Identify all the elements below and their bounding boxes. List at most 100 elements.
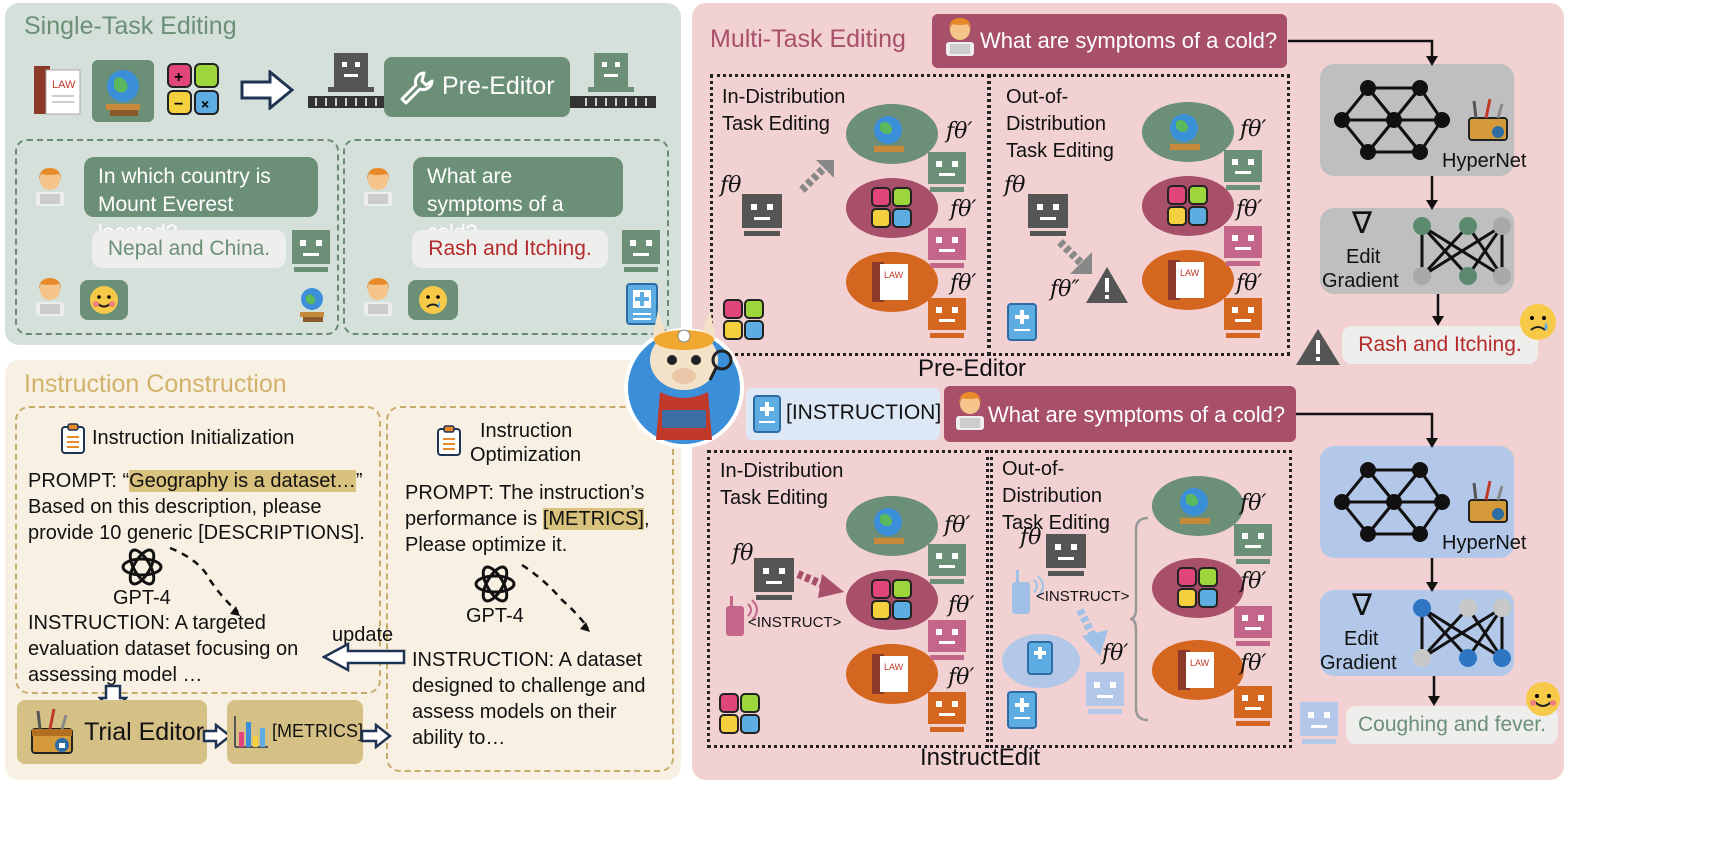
law-book-icon: LAW — [872, 654, 908, 694]
crying-face-icon — [1520, 304, 1556, 340]
instruction1-line1: INSTRUCTION: A targeted — [28, 612, 266, 634]
f-theta-prime-label: fθ′ — [948, 593, 975, 618]
f-theta-prime-label: fθ′ — [946, 119, 973, 144]
gradient-graph-icon — [1413, 599, 1511, 667]
question-cold-bubble: What are symptoms of a cold? — [413, 157, 623, 244]
instruction2-line1: INSTRUCTION: A dataset — [412, 649, 643, 671]
prompt2-line1: PROMPT: The instruction’s — [405, 482, 645, 504]
edited-model-icon — [1224, 226, 1262, 266]
blue-model-icon — [1086, 672, 1124, 714]
pre-editor-section-label: Pre-Editor — [918, 355, 1027, 382]
law-bubble: LAW — [846, 644, 938, 704]
medical-doc-icon — [753, 395, 781, 433]
smiling-face-icon — [90, 286, 118, 314]
svg-text:LAW: LAW — [884, 270, 904, 280]
calculator-icon — [871, 187, 912, 228]
law-book-icon: LAW — [34, 66, 81, 115]
blue-model-icon — [1300, 702, 1338, 744]
clipboard-icon — [437, 425, 461, 456]
toolbox-icon — [1468, 98, 1508, 141]
update-label: update — [332, 624, 394, 646]
openai-logo-icon — [121, 548, 163, 586]
law-bubble: LAW — [1142, 250, 1234, 310]
instruct-out-dist-title: Out-of- Distribution Task Editing — [1002, 458, 1110, 534]
hypernet-label: HyperNet — [1442, 150, 1527, 172]
right-arrow-icon — [202, 723, 232, 749]
edited-model-icon — [1234, 686, 1272, 726]
svg-text:×: × — [201, 96, 209, 112]
single-example-medical — [343, 139, 669, 335]
f-theta-prime-label: fθ′ — [1240, 569, 1267, 594]
base-model-icon — [742, 194, 782, 236]
edited-model-icon — [1234, 606, 1272, 646]
question-bar-top — [932, 14, 1287, 68]
user-avatar — [364, 278, 392, 316]
edited-model-icon — [928, 544, 966, 584]
base-model-icon — [1028, 194, 1068, 236]
medical-bubble — [1002, 634, 1080, 688]
right-arrow-icon — [360, 723, 392, 749]
single-task-title: Single-Task Editing — [24, 12, 237, 40]
crying-face-icon — [419, 286, 447, 314]
single-example-geography — [15, 139, 339, 335]
svg-text:LAW: LAW — [1190, 658, 1210, 668]
question-top-text: What are symptoms of a cold? — [980, 28, 1278, 53]
law-book-icon: LAW — [1168, 260, 1204, 300]
globe-small-icon — [300, 288, 324, 322]
walkie-talkie-icon — [726, 596, 758, 636]
f-theta-prime-label: fθ′ — [1102, 641, 1129, 666]
hollow-arrow-icon — [240, 70, 294, 110]
globe-icon — [874, 508, 904, 544]
edited-model-icon — [1224, 150, 1262, 190]
medical-doc-icon — [1007, 691, 1037, 729]
medical-doc-icon — [1007, 303, 1037, 341]
answer-rash: Rash and Itching. — [412, 230, 608, 268]
svg-text:LAW: LAW — [884, 662, 904, 672]
gradient-label: Gradient — [1320, 652, 1397, 674]
instruct-tag-label: <INSTRUCT> — [748, 614, 842, 631]
instruction2-line2: designed to challenge and — [412, 675, 646, 697]
instruct-tag-label: <INSTRUCT> — [1036, 588, 1130, 605]
neural-net-icon — [1334, 80, 1450, 160]
calculator-icon — [1167, 185, 1208, 226]
toolbox-icon — [1468, 480, 1508, 523]
edit-label: Edit — [1346, 246, 1381, 268]
prompt1-line2: Based on this description, please — [28, 496, 322, 518]
metrics-label: [METRICS] — [272, 721, 364, 741]
user-avatar — [956, 392, 984, 430]
math-bubble — [846, 570, 938, 630]
f-theta-prime-label: fθ′ — [950, 271, 977, 296]
instruct-out-distribution-box — [990, 450, 1292, 748]
medical-doc-icon — [626, 283, 658, 325]
instructedit-section-label: InstructEdit — [920, 744, 1041, 771]
edit-label: Edit — [1344, 628, 1379, 650]
prompt2-line2: performance is [METRICS], — [405, 508, 650, 530]
globe-icon — [1170, 114, 1200, 150]
instruction2-line3: assess models on their — [412, 701, 617, 723]
math-bubble — [1152, 558, 1244, 618]
instruction1-line2: evaluation dataset focusing on — [28, 638, 299, 660]
neural-net-icon — [1334, 462, 1450, 542]
pre-out-distribution-box — [988, 74, 1290, 356]
happy-emoji-bubble — [80, 280, 128, 320]
prompt1-line3: provide 10 generic [DESCRIPTIONS]. — [28, 522, 365, 544]
f-theta-prime-label: fθ′ — [950, 197, 977, 222]
edited-model-icon — [928, 228, 966, 268]
f-theta-prime-label: fθ′ — [944, 513, 971, 538]
geo-bubble — [1152, 476, 1244, 536]
law-book-icon: LAW — [872, 262, 908, 302]
svg-text:LAW: LAW — [1180, 268, 1200, 278]
gradient-graph-icon — [1413, 217, 1511, 285]
instruct-in-dist-title: In-Distribution Task Editing — [720, 460, 844, 509]
instruction-initialization-box — [15, 406, 381, 694]
instruction-optimization-title-b: Optimization — [470, 444, 582, 466]
globe-icon — [1180, 488, 1210, 524]
edited-model-icon — [622, 230, 660, 272]
f-theta-prime-label: fθ′ — [1240, 651, 1267, 676]
f-theta-label: fθ — [720, 173, 742, 198]
instruction-initialization-title: Instruction Initialization — [92, 427, 295, 449]
trial-editor-label: Trial Editor — [84, 718, 204, 746]
pre-in-dist-title: In-Distribution Task Editing — [722, 86, 846, 135]
svg-text:−: − — [174, 96, 183, 113]
geo-bubble — [1142, 102, 1234, 162]
